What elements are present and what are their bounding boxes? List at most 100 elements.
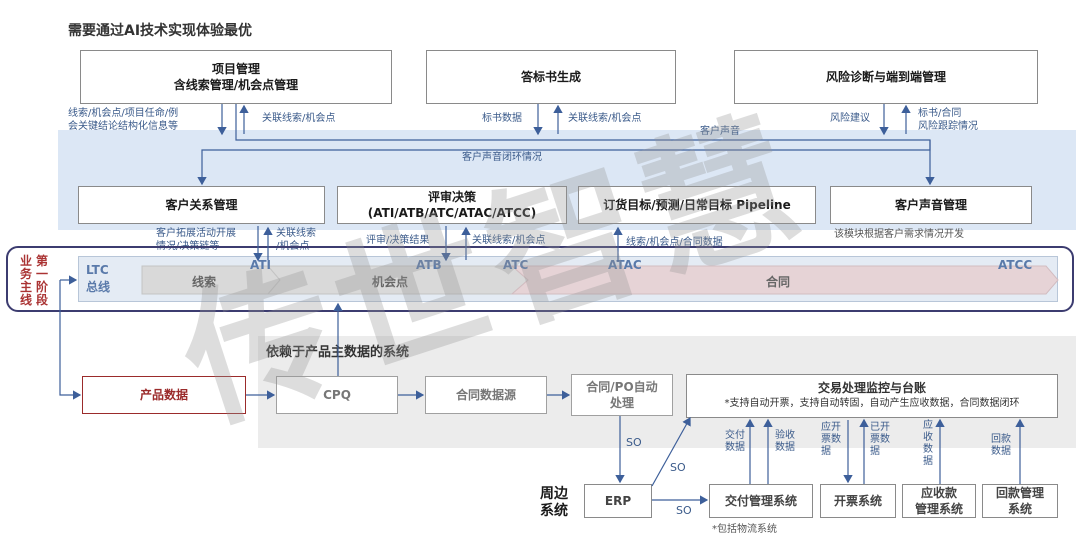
order-pipeline-box[interactable]: 订货目标/预测/日常目标 Pipeline (578, 186, 816, 224)
business-mainline-band (6, 246, 1074, 312)
contract-po-line1: 合同/PO自动 (586, 380, 658, 394)
label-delivery-data-1: 交付 (725, 430, 745, 441)
so-label-2: SO (670, 461, 686, 474)
voc-management-label: 客户声音管理 (894, 198, 967, 212)
risk-management-label: 风险诊断与端到端管理 (825, 70, 946, 84)
erp-box[interactable]: ERP (584, 484, 652, 518)
so-label-3: SO (676, 504, 692, 517)
mainline-char-1: 业 (20, 254, 33, 268)
stage-char-3: 阶 (36, 280, 49, 294)
ar-system-line2: 管理系统 (914, 502, 963, 516)
label-customer-activity-1: 客户拓展活动开展 (156, 228, 236, 239)
transaction-monitor-title: 交易处理监控与台账 (817, 381, 926, 395)
label-acceptance-data-2: 数据 (775, 442, 795, 453)
bid-generation-label: 答标书生成 (520, 70, 581, 84)
product-data-box[interactable]: 产品数据 (82, 376, 246, 414)
stage-char-2: 一 (36, 267, 49, 281)
payment-system-box[interactable]: 回款管理 系统 (982, 484, 1058, 518)
stage-atcc: ATCC (998, 258, 1033, 272)
label-invoice-due-3: 据 (821, 446, 831, 457)
label-related-lead-2: 关联线索/机会点 (568, 113, 642, 124)
label-voice-loop: 客户声音闭环情况 (462, 152, 542, 163)
stage-char-1: 第 (36, 254, 49, 268)
label-module-note: 该模块根据客户需求情况开发 (834, 229, 964, 240)
label-bid-data: 标书数据 (482, 113, 522, 124)
label-contract-data: 线索/机会点/合同数据 (626, 237, 723, 248)
segment-lead: 线索 (192, 275, 217, 289)
label-invoiced-2: 票数 (870, 434, 890, 445)
delivery-system-label: 交付管理系统 (724, 494, 797, 508)
segment-contract: 合同 (766, 275, 791, 289)
erp-label: ERP (604, 494, 632, 508)
crm-label: 客户关系管理 (165, 198, 238, 212)
page-title: 需要通过AI技术实现体验最优 (68, 23, 253, 39)
label-acceptance-data: 验收 数据 (775, 430, 795, 454)
risk-management-box[interactable]: 风险诊断与端到端管理 (734, 50, 1038, 104)
invoice-system-label: 开票系统 (833, 494, 882, 508)
peripheral-title-line2: 系统 (540, 503, 568, 519)
label-lead-info-2: 会关键结论结构化信息等 (68, 121, 178, 132)
so-label-1: SO (626, 436, 642, 449)
label-receivable-1: 应 (923, 420, 933, 431)
mainline-char-2: 务 (20, 267, 33, 281)
label-invoiced: 已开 票数 据 (870, 422, 890, 458)
product-data-label: 产品数据 (139, 388, 188, 402)
label-payment-data-2: 数据 (991, 446, 1011, 457)
contract-po-box[interactable]: 合同/PO自动 处理 (571, 374, 673, 416)
review-decision-line2: (ATI/ATB/ATC/ATAC/ATCC) (367, 206, 537, 220)
transaction-monitor-box[interactable]: 交易处理监控与台账 *支持自动开票，支持自动转固，自动产生应收数据，合同数据闭环 (686, 374, 1058, 418)
label-related-lead-5: 关联线索/机会点 (472, 235, 546, 246)
stage-atb: ATB (416, 258, 442, 272)
peripheral-title: 周边 系统 (540, 486, 568, 520)
project-management-box[interactable]: 项目管理 含线索管理/机会点管理 (80, 50, 392, 104)
label-related-lead-1: 关联线索/机会点 (262, 113, 336, 124)
order-pipeline-label: 订货目标/预测/日常目标 Pipeline (603, 198, 791, 212)
label-risk-advice: 风险建议 (830, 113, 870, 124)
invoice-system-box[interactable]: 开票系统 (820, 484, 896, 518)
label-review-result: 评审/决策结果 (366, 235, 430, 246)
label-delivery-data: 交付 数据 (725, 430, 745, 454)
project-management-line1: 项目管理 (211, 62, 260, 76)
label-acceptance-data-1: 验收 (775, 430, 795, 441)
contract-source-box[interactable]: 合同数据源 (425, 376, 547, 414)
label-receivable-2: 收 (923, 432, 933, 443)
mainline-char-4: 线 (20, 293, 33, 307)
stage-ati: ATI (250, 258, 272, 272)
ar-system-box[interactable]: 应收款 管理系统 (902, 484, 976, 518)
ltc-line1: LTC (86, 263, 109, 277)
label-payment-data-1: 回款 (991, 434, 1011, 445)
voc-management-box[interactable]: 客户声音管理 (830, 186, 1032, 224)
cpq-label: CPQ (323, 388, 351, 402)
payment-system-line1: 回款管理 (995, 486, 1044, 500)
stage-atc: ATC (503, 258, 529, 272)
label-invoiced-1: 已开 (870, 422, 890, 433)
label-bid-contract: 标书/合同 (918, 108, 962, 119)
stage-atac: ATAC (608, 258, 642, 272)
payment-system-line2: 系统 (1007, 502, 1032, 516)
mainline-label: 业 务 主 线 第 一 阶 段 (16, 253, 56, 309)
segment-opportunity: 机会点 (372, 275, 409, 289)
bid-generation-box[interactable]: 答标书生成 (426, 50, 676, 104)
label-invoiced-3: 据 (870, 446, 880, 457)
transaction-monitor-desc: *支持自动开票，支持自动转固，自动产生应收数据，合同数据闭环 (724, 398, 1020, 409)
ar-system-line1: 应收款 (920, 486, 957, 500)
label-receivable-4: 据 (923, 456, 933, 467)
cpq-box[interactable]: CPQ (276, 376, 398, 414)
label-invoice-due: 应开 票数 据 (821, 422, 841, 458)
label-receivable: 应 收 数 据 (923, 420, 933, 468)
delivery-system-box[interactable]: 交付管理系统 (709, 484, 813, 518)
label-related-lead-3: 关联线索 (276, 228, 316, 239)
logistics-note: *包括物流系统 (712, 524, 777, 535)
label-delivery-data-2: 数据 (725, 442, 745, 453)
label-payment-data: 回款 数据 (991, 434, 1011, 458)
ltc-line2: 总线 (86, 280, 111, 294)
mainline-char-3: 主 (20, 280, 33, 294)
crm-box[interactable]: 客户关系管理 (78, 186, 325, 224)
label-lead-info-1: 线索/机会点/项目任命/例 (68, 108, 179, 119)
ltc-label: LTC 总线 (86, 262, 110, 296)
review-decision-box[interactable]: 评审决策 (ATI/ATB/ATC/ATAC/ATCC) (337, 186, 567, 224)
project-management-line2: 含线索管理/机会点管理 (173, 78, 299, 92)
label-risk-tracking: 风险跟踪情况 (918, 121, 978, 132)
label-receivable-3: 数 (923, 444, 933, 455)
